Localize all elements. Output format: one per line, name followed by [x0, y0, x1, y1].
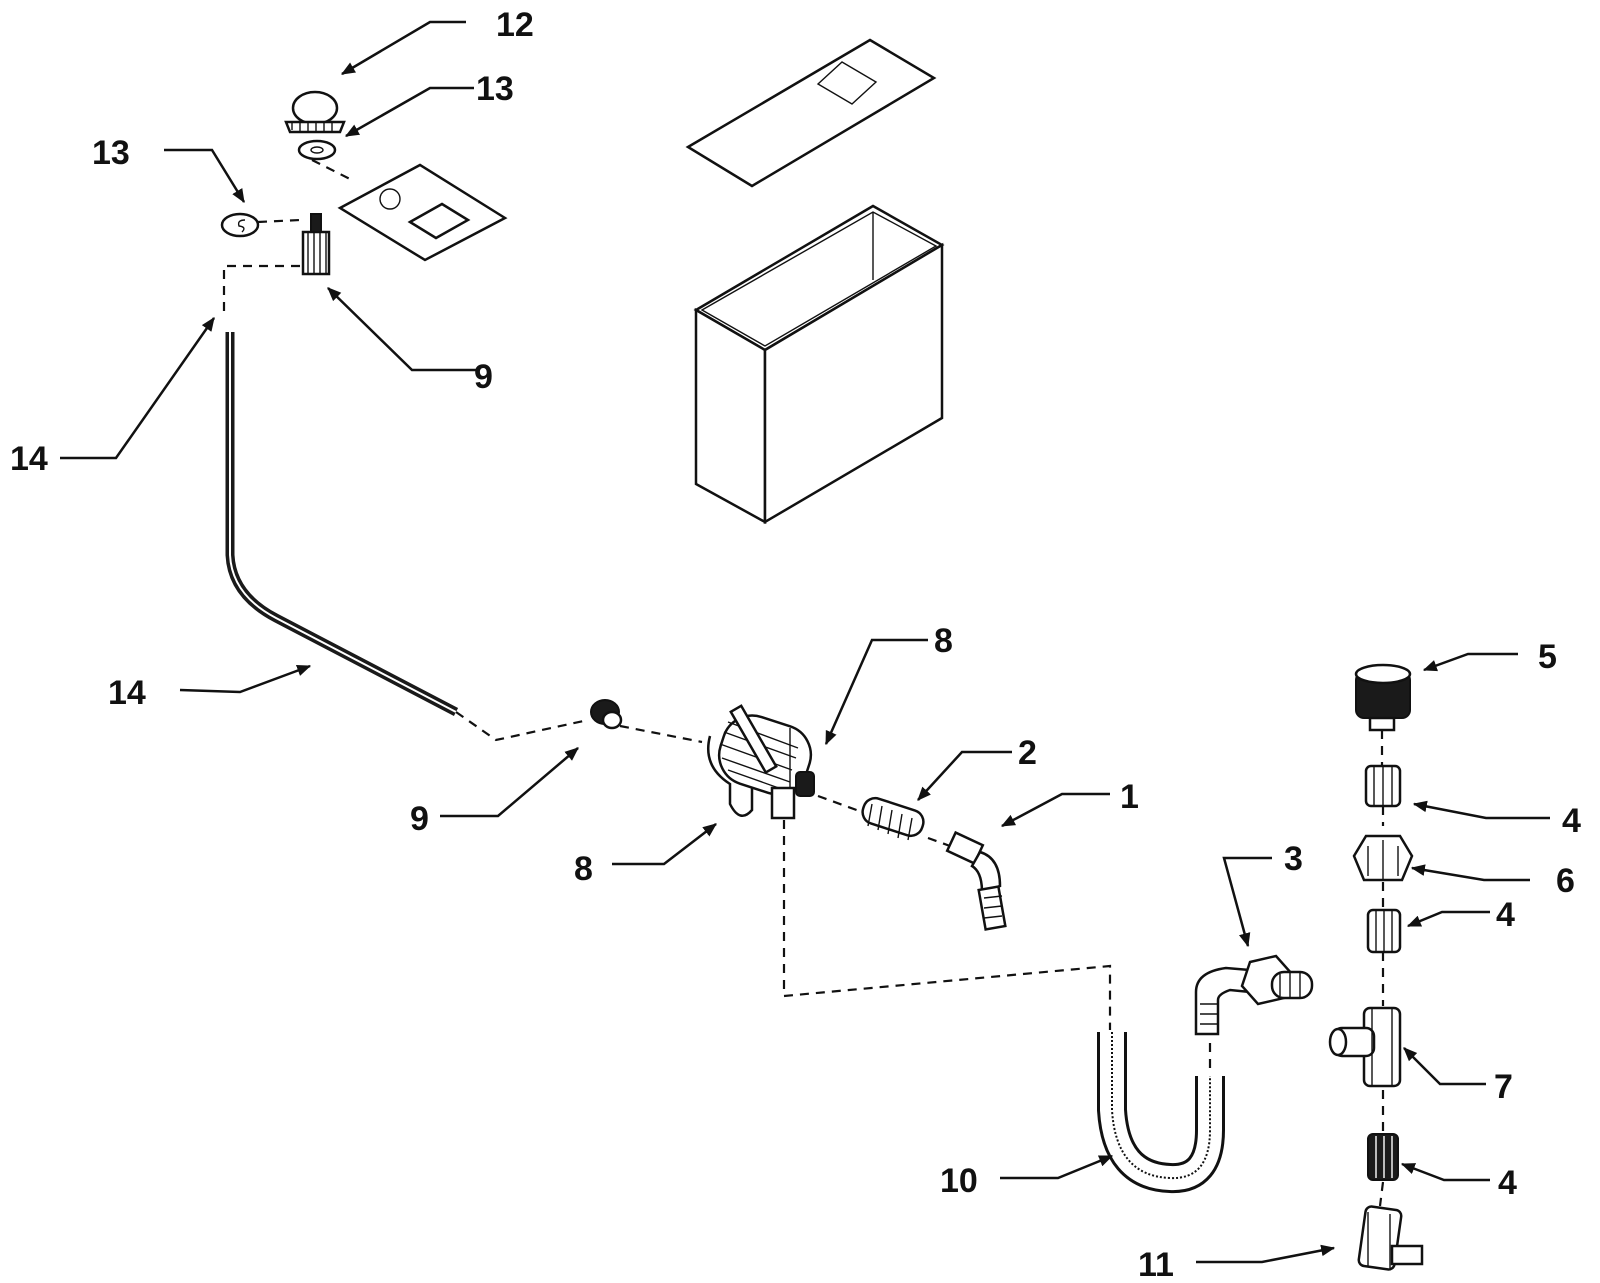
- callout-3: 3: [1284, 840, 1303, 878]
- cap-5: [1354, 663, 1412, 732]
- callout-4-mid: 4: [1496, 896, 1515, 934]
- tee-11: [1357, 1205, 1424, 1271]
- callout-12: 12: [496, 6, 534, 44]
- washer-top: [297, 139, 337, 161]
- callout-9-top: 9: [474, 358, 493, 396]
- c-clip: [220, 212, 260, 238]
- callout-10: 10: [940, 1162, 978, 1200]
- callout-11: 11: [1138, 1246, 1174, 1283]
- callout-1: 1: [1120, 778, 1139, 816]
- u-tube-10: [1097, 1032, 1225, 1193]
- callout-13-top: 13: [476, 70, 514, 108]
- callout-4-bottom: 4: [1498, 1164, 1517, 1202]
- callout-2: 2: [1018, 734, 1037, 772]
- label-plate: [337, 163, 508, 262]
- coupler-2: [861, 796, 925, 841]
- cap-knob: [284, 90, 346, 134]
- callout-5: 5: [1538, 638, 1557, 676]
- callout-7: 7: [1494, 1068, 1513, 1106]
- sleeve-4a: [1364, 764, 1402, 808]
- tee-7: [1328, 1006, 1402, 1088]
- callout-leaders: [60, 20, 1550, 1264]
- callout-8-lower: 8: [574, 850, 593, 888]
- callout-8-upper: 8: [934, 622, 953, 660]
- tank-lid: [685, 38, 937, 188]
- nut-6: [1352, 834, 1414, 882]
- callout-9-mid: 9: [410, 800, 429, 838]
- tank-box: [693, 204, 945, 525]
- elbow-3: [1194, 954, 1314, 1036]
- callout-14-upper: 14: [10, 440, 48, 478]
- callout-4-top: 4: [1562, 802, 1581, 840]
- sleeve-4b: [1366, 908, 1402, 954]
- callout-13-left: 13: [92, 134, 130, 172]
- callout-labels: 12 13 13 9 14 14 8 9 8 2 1 3 5 4 6 4 7 4…: [10, 6, 1581, 1283]
- fitting-9-mid: [590, 699, 623, 730]
- fitting-9-top: [301, 213, 331, 276]
- callout-14-lower: 14: [108, 674, 146, 712]
- pump-8: [707, 704, 815, 820]
- hose-14: [225, 332, 459, 716]
- elbow-1: [945, 830, 1007, 931]
- callout-6: 6: [1556, 862, 1575, 900]
- sleeve-4c: [1367, 1133, 1399, 1181]
